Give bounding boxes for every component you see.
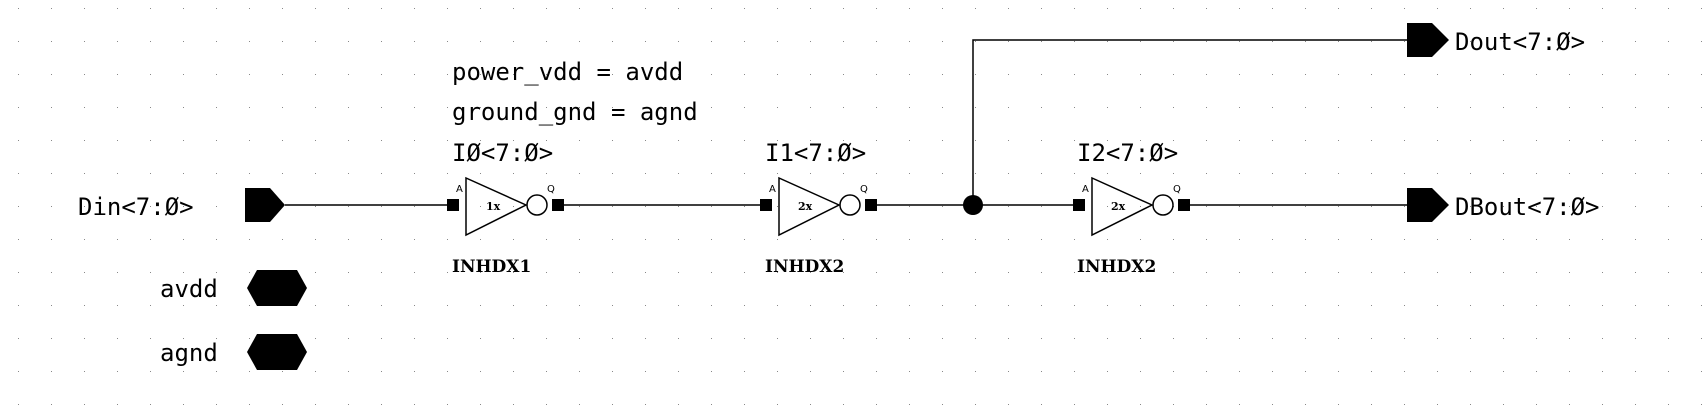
pin-q-label: Q [547, 184, 555, 195]
inout-pin-icon [247, 334, 307, 370]
cell-name-i2: INHDX2 [1077, 257, 1156, 277]
pin-q-label: Q [860, 184, 868, 195]
instance-name-i1: I1<7:Ø> [765, 139, 866, 167]
output-pin-icon [1407, 23, 1449, 57]
inverter-i0[interactable]: A Q 1x INHDX1 [447, 176, 564, 277]
pin-q-square[interactable] [1178, 199, 1190, 211]
inverter-bubble [1152, 194, 1174, 216]
inverter-triangle [1091, 176, 1154, 237]
pin-a-square[interactable] [1073, 199, 1085, 211]
port-avdd-label: avdd [160, 275, 218, 303]
port-avdd[interactable]: avdd [160, 270, 307, 306]
junction-dot [963, 195, 983, 215]
pin-a-label: A [456, 184, 463, 195]
inverter-triangle [778, 176, 841, 237]
port-agnd[interactable]: agnd [160, 334, 307, 370]
instance-name-i2: I2<7:Ø> [1077, 139, 1178, 167]
port-dout-label: Dout<7:Ø> [1455, 28, 1585, 56]
pin-a-label: A [769, 184, 776, 195]
instance-name-i0: IØ<7:Ø> [452, 139, 553, 167]
pin-a-label: A [1082, 184, 1089, 195]
size-label: 1x [486, 200, 501, 213]
port-dbout-label: DBout<7:Ø> [1455, 193, 1600, 221]
pin-q-square[interactable] [865, 199, 877, 211]
port-dout[interactable]: Dout<7:Ø> [1407, 23, 1585, 57]
pin-q-label: Q [1173, 184, 1181, 195]
size-label: 2x [1111, 200, 1126, 213]
port-dbout[interactable]: DBout<7:Ø> [1407, 188, 1600, 222]
inverter-i2[interactable]: A Q 2x INHDX2 [1073, 176, 1190, 277]
port-agnd-label: agnd [160, 339, 218, 367]
cell-name-i1: INHDX2 [765, 257, 844, 277]
pin-q-square[interactable] [552, 199, 564, 211]
pin-a-square[interactable] [447, 199, 459, 211]
output-pin-icon [1407, 188, 1449, 222]
inout-pin-icon [247, 270, 307, 306]
inverter-bubble [839, 194, 861, 216]
input-pin-icon [245, 188, 285, 222]
wire-dout[interactable] [972, 39, 1407, 205]
param-ground-gnd: ground_gnd = agnd [452, 98, 698, 126]
dot-grid [18, 8, 1702, 405]
pin-a-square[interactable] [760, 199, 772, 211]
port-din[interactable]: Din<7:Ø> [78, 188, 285, 222]
param-power-vdd: power_vdd = avdd [452, 58, 683, 86]
inverter-triangle [465, 176, 528, 237]
size-label: 2x [798, 200, 813, 213]
port-din-label: Din<7:Ø> [78, 193, 194, 221]
inverter-bubble [526, 194, 548, 216]
cell-name-i0: INHDX1 [452, 257, 531, 277]
inverter-i1[interactable]: A Q 2x INHDX2 [760, 176, 877, 277]
